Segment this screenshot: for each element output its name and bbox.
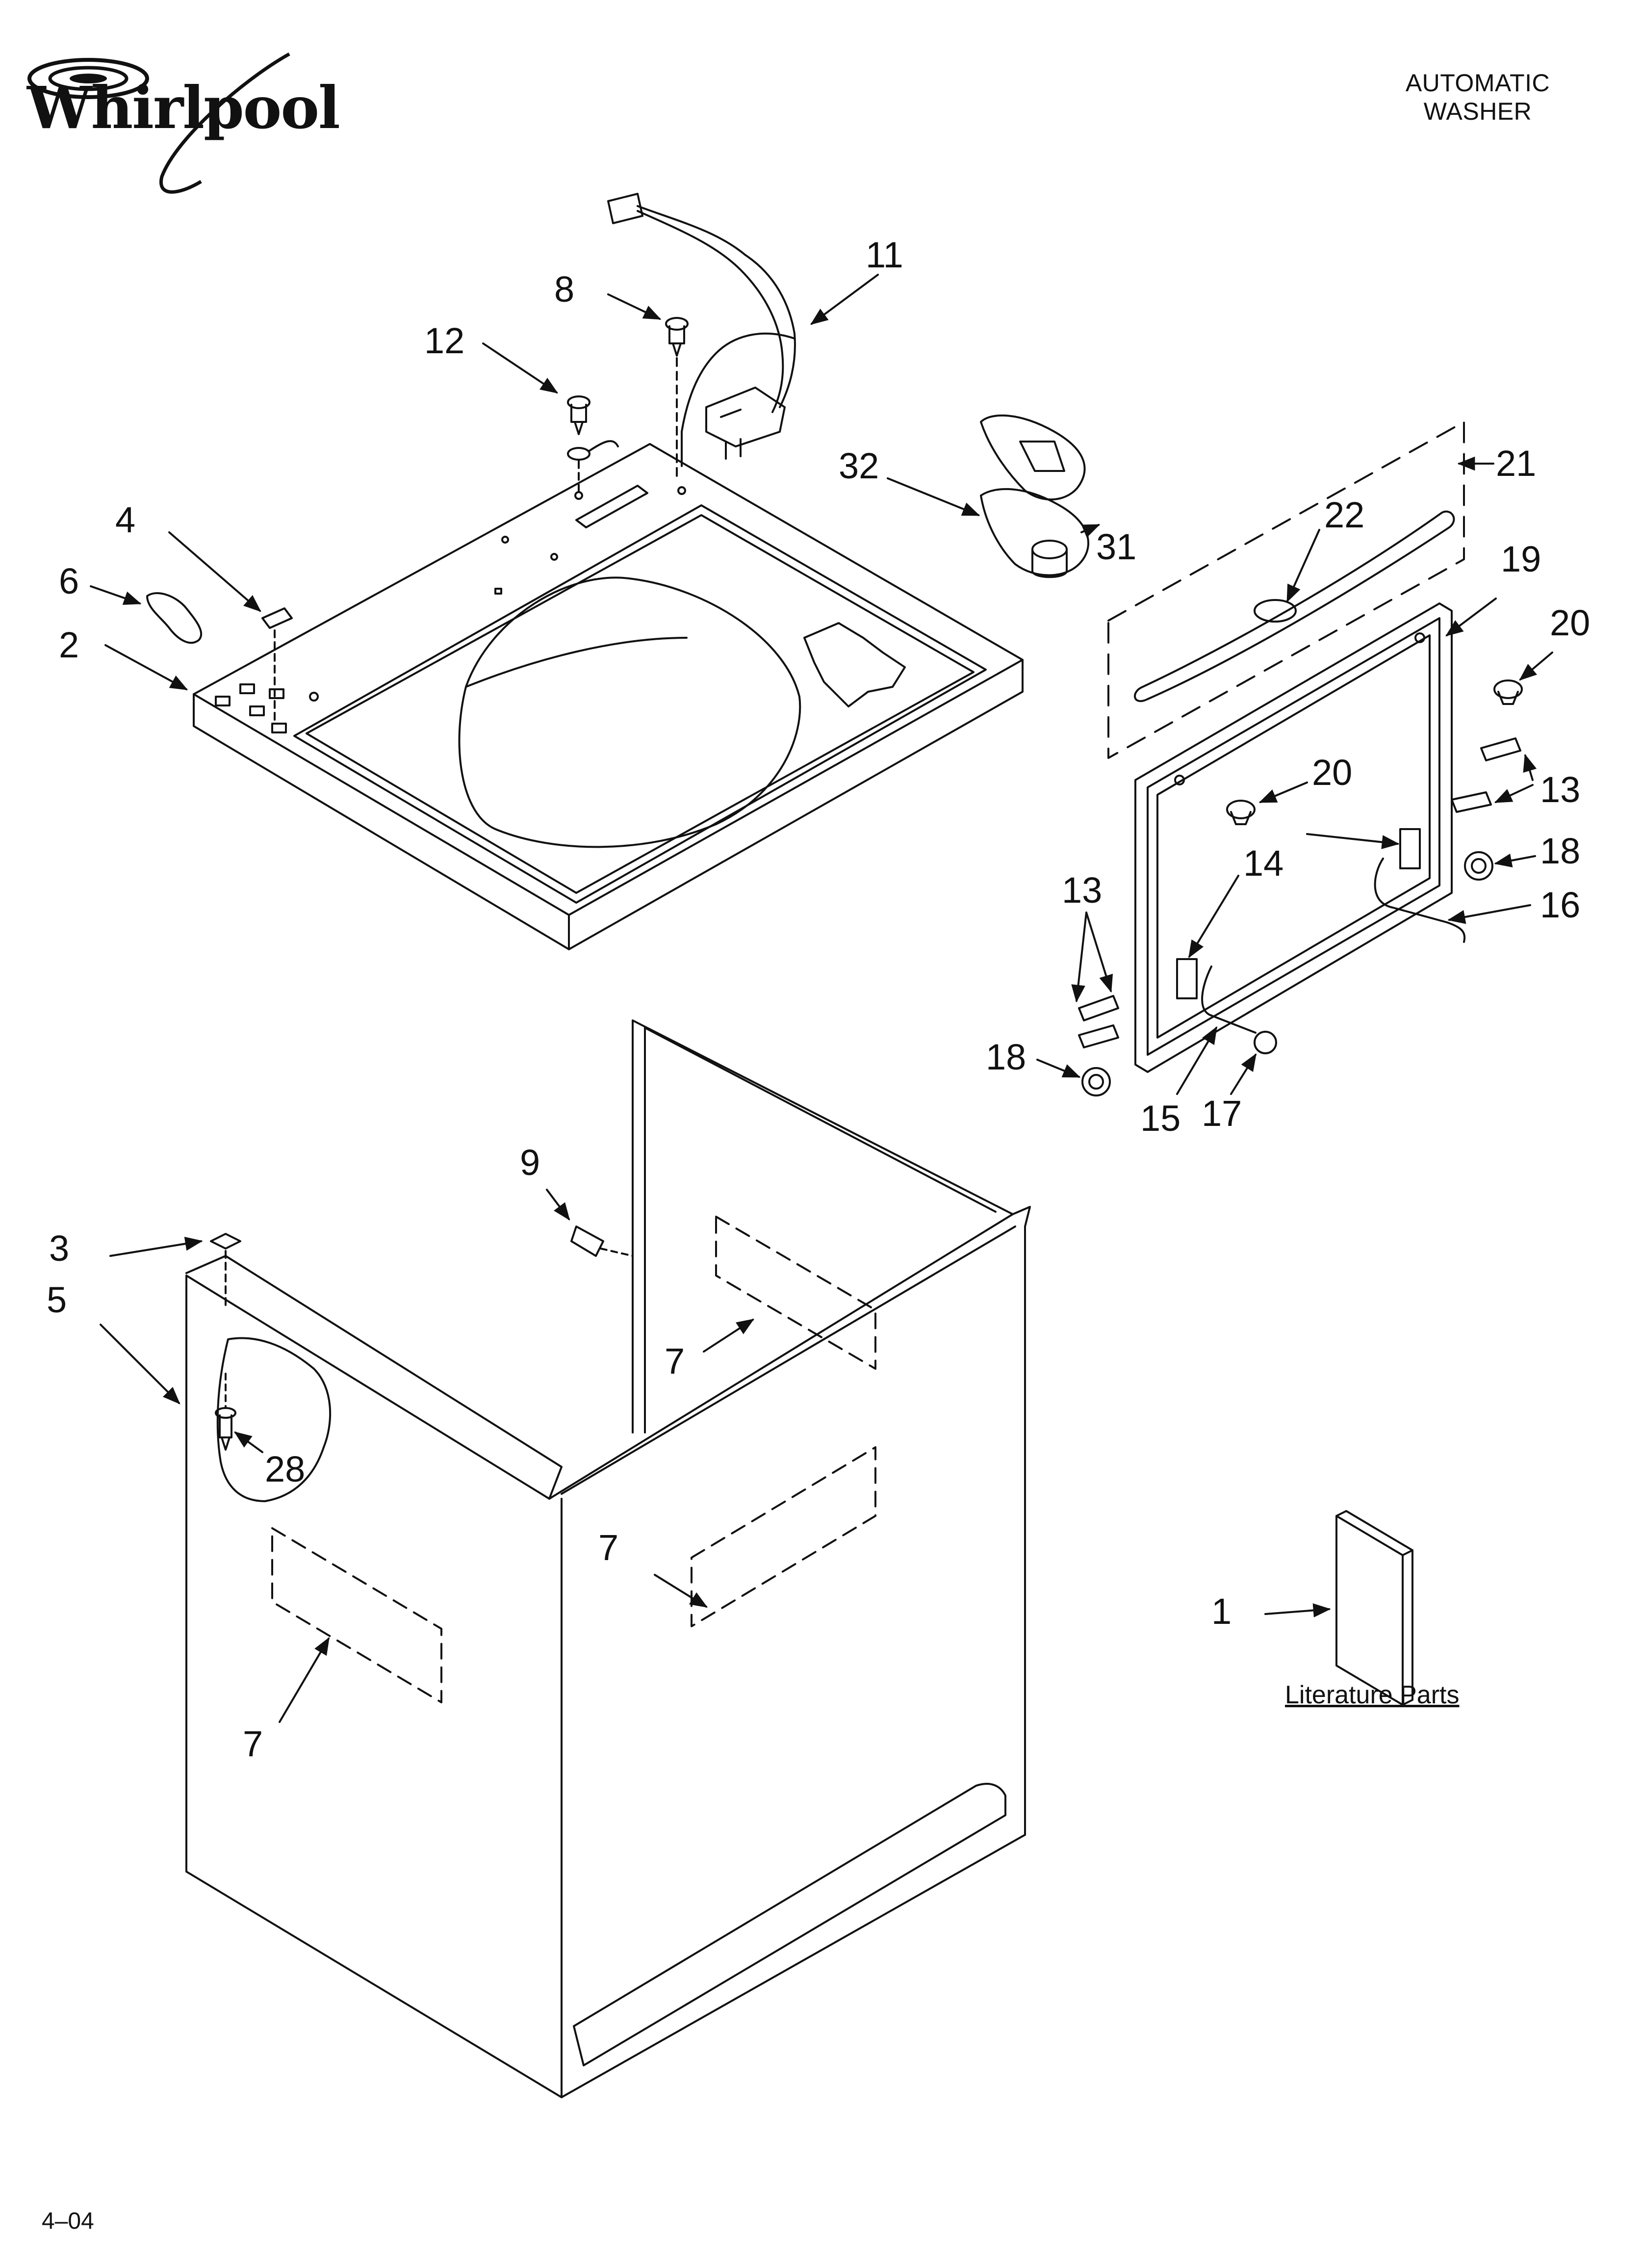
callout-8: 8	[554, 269, 574, 310]
leader-31	[1080, 524, 1101, 538]
leader-32	[887, 477, 980, 516]
clip-6	[146, 592, 203, 644]
lid-switch-harness	[607, 193, 796, 467]
screw-9	[570, 1225, 634, 1257]
leader-16	[1447, 904, 1531, 924]
leader-19	[1445, 598, 1497, 637]
leader-6	[90, 585, 142, 605]
callout-9: 9	[520, 1142, 540, 1183]
leader-12	[482, 342, 558, 393]
leader-13a	[1523, 754, 1537, 781]
callout-32: 32	[839, 445, 879, 486]
leader-17	[1230, 1053, 1257, 1095]
callout-4: 4	[115, 499, 135, 540]
leader-13a2	[1494, 784, 1534, 803]
callout-18-left: 18	[986, 1037, 1026, 1077]
whirlpool-swirl-icon	[27, 52, 290, 194]
screw-8	[665, 317, 689, 482]
whirlpool-logo	[15, 49, 358, 206]
page-title: AUTOMATIC WASHER	[1350, 69, 1605, 126]
leader-13b2	[1085, 912, 1113, 993]
screw-28	[215, 1373, 236, 1451]
callout-3: 3	[49, 1228, 69, 1269]
callout-13-right: 13	[1540, 769, 1580, 810]
leader-18a	[1494, 853, 1536, 868]
leader-22	[1286, 529, 1320, 603]
callout-31: 31	[1096, 526, 1136, 567]
callout-1: 1	[1211, 1591, 1232, 1632]
callout-5: 5	[47, 1279, 67, 1320]
clip-3	[210, 1233, 241, 1306]
callout-22: 22	[1324, 495, 1364, 535]
leader-4	[168, 531, 261, 612]
callout-15: 15	[1140, 1098, 1180, 1139]
callout-16: 16	[1540, 885, 1580, 925]
leader-28	[234, 1431, 263, 1453]
callout-7-back: 7	[665, 1341, 685, 1382]
callout-20-right: 20	[1550, 602, 1590, 643]
screw-12	[567, 395, 619, 492]
callout-11: 11	[866, 235, 903, 275]
literature-book	[1335, 1510, 1413, 1706]
leader-8	[607, 293, 662, 320]
leader-14b	[1188, 875, 1239, 959]
leader-1	[1264, 1603, 1331, 1617]
title-line-2: WASHER	[1423, 98, 1532, 125]
callout-14: 14	[1243, 843, 1283, 884]
leader-11	[810, 274, 879, 325]
leader-13b	[1071, 912, 1087, 1003]
callout-17: 17	[1202, 1093, 1242, 1134]
bleach-dispenser-cap	[980, 414, 1089, 578]
callout-6: 6	[59, 561, 79, 601]
callout-20-left: 20	[1312, 752, 1352, 793]
leader-7a	[703, 1319, 755, 1353]
callout-19: 19	[1501, 539, 1541, 579]
leader-15	[1176, 1026, 1217, 1095]
callout-18-right: 18	[1540, 831, 1580, 871]
leader-20b	[1258, 782, 1308, 803]
callout-2: 2	[59, 625, 79, 665]
bracket-4	[261, 607, 293, 722]
leader-20a	[1519, 652, 1553, 681]
leader-7b	[654, 1574, 708, 1608]
leader-5	[100, 1324, 180, 1405]
leader-3	[109, 1236, 203, 1257]
lid-assembly	[1078, 421, 1523, 1096]
leader-14a	[1306, 833, 1400, 849]
leader-18b	[1036, 1059, 1081, 1078]
callout-21: 21	[1496, 443, 1536, 484]
leader-9	[546, 1189, 570, 1221]
callout-7-front: 7	[243, 1723, 263, 1764]
brand-wordmark: Whirlpool	[27, 74, 340, 142]
callout-12: 12	[424, 320, 464, 361]
revision-code: 4–04	[42, 2208, 94, 2234]
leader-7c	[279, 1637, 330, 1723]
callout-28: 28	[265, 1449, 305, 1489]
cabinet	[185, 1019, 1031, 2098]
literature-parts-label: Literature Parts	[1285, 1681, 1460, 1709]
top-panel	[193, 443, 1024, 950]
leader-2	[104, 644, 188, 690]
callout-13-left: 13	[1062, 870, 1102, 911]
callout-7-right: 7	[598, 1527, 618, 1568]
title-line-1: AUTOMATIC	[1405, 69, 1550, 97]
